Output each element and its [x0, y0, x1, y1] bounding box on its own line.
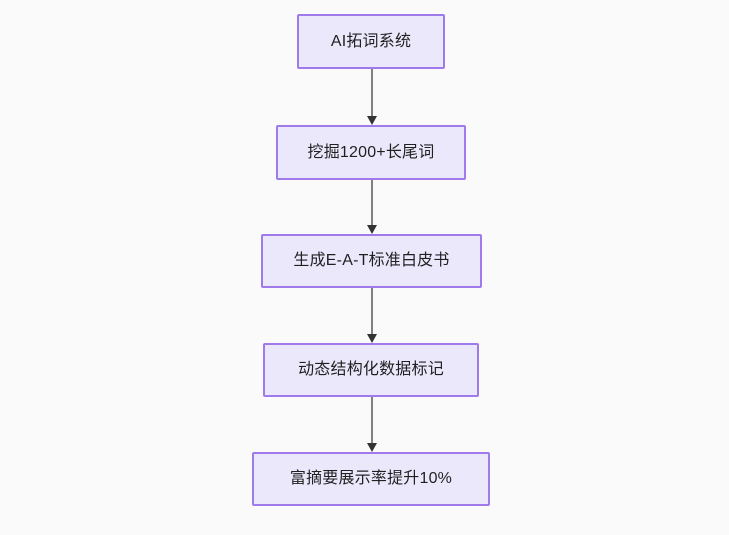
arrow-head-icon	[367, 334, 377, 343]
flowchart-node-ai-keyword-system[interactable]: AI拓词系统	[297, 14, 445, 69]
node-label: 富摘要展示率提升10%	[289, 470, 453, 488]
node-label: 生成E-A-T标准白皮书	[293, 252, 450, 270]
arrow-head-icon	[367, 225, 377, 234]
flowchart-node-eat-whitepaper[interactable]: 生成E-A-T标准白皮书	[261, 234, 482, 288]
edge-line	[371, 397, 373, 443]
flowchart-node-rich-snippet-rate[interactable]: 富摘要展示率提升10%	[252, 452, 490, 506]
node-label: 挖掘1200+长尾词	[307, 143, 435, 161]
edge-line	[371, 180, 373, 225]
edge-line	[371, 69, 373, 116]
arrow-head-icon	[367, 116, 377, 125]
flowchart-node-structured-data-markup[interactable]: 动态结构化数据标记	[263, 343, 479, 397]
flowchart-node-longtail-keywords[interactable]: 挖掘1200+长尾词	[276, 125, 466, 180]
node-label: 动态结构化数据标记	[298, 361, 444, 379]
edge-line	[371, 288, 373, 334]
node-label: AI拓词系统	[330, 32, 412, 50]
arrow-head-icon	[367, 443, 377, 452]
